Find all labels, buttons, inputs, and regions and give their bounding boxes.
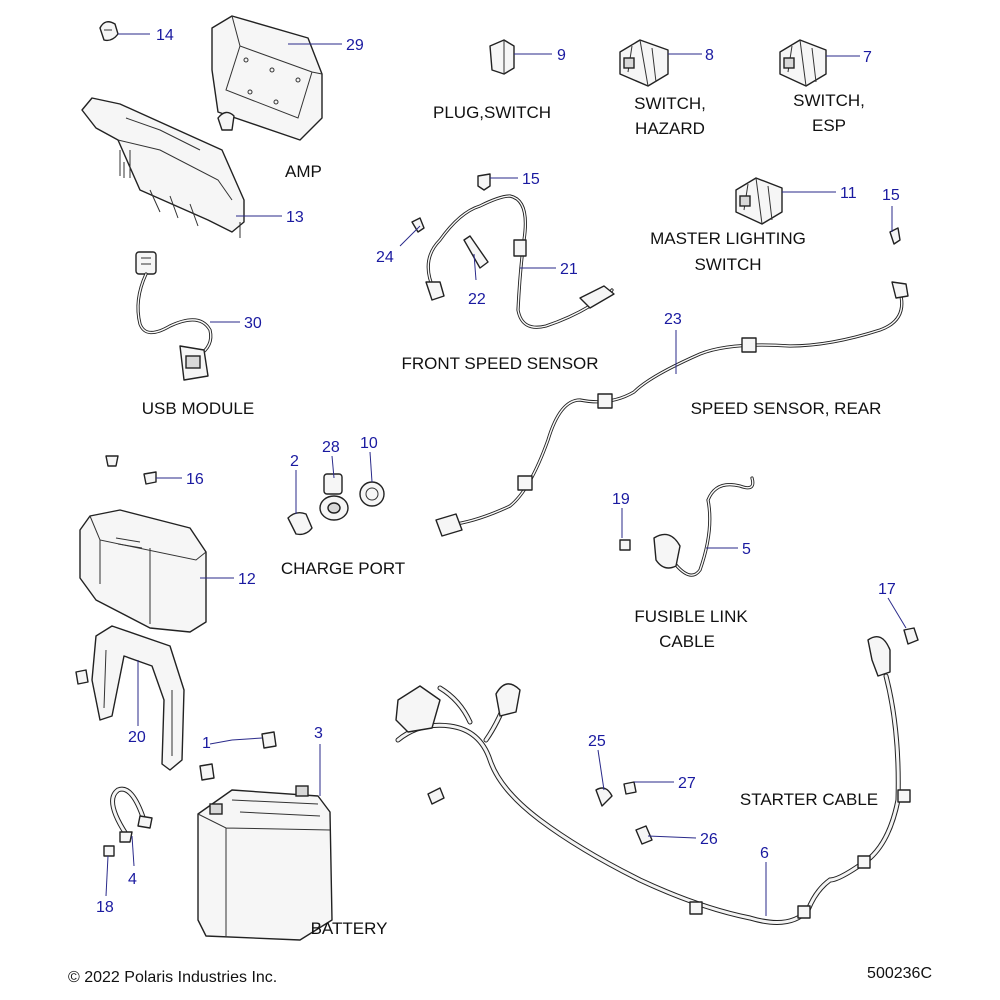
- callout-3: 3: [314, 725, 323, 742]
- drawing-number: 500236C: [867, 965, 932, 982]
- callout-25: 25: [588, 733, 606, 750]
- callout-15-rear: 15: [882, 187, 900, 204]
- callout-21: 21: [560, 261, 578, 278]
- part-29-amplifier: [211, 15, 323, 141]
- callout-22: 22: [468, 291, 486, 308]
- part-1-terminal-screws: [199, 731, 277, 781]
- callout-11: 11: [840, 185, 857, 202]
- label-master-lighting-line2: SWITCH: [694, 255, 761, 274]
- callout-23: 23: [664, 311, 682, 328]
- callout-12: 12: [238, 571, 256, 588]
- part-3-battery: [197, 785, 333, 941]
- part-15-bolt-a: [477, 173, 491, 191]
- callouts: 14 29 9 8 7 11 13 15 15 24 22 21 30 23 1…: [96, 27, 900, 916]
- fusible-link-cable: [619, 476, 755, 577]
- callout-1: 1: [202, 735, 211, 752]
- part-12-battery-cover: [79, 509, 207, 633]
- callout-30: 30: [244, 315, 262, 332]
- starter-cable: [395, 627, 919, 925]
- callout-2: 2: [290, 453, 299, 470]
- label-front-speed-sensor: FRONT SPEED SENSOR: [401, 354, 598, 373]
- part-8-hazard-switch: [619, 39, 669, 87]
- part-19-nut: [619, 539, 631, 551]
- callout-16: 16: [186, 471, 204, 488]
- label-battery: BATTERY: [311, 919, 388, 938]
- charge-port: [287, 473, 385, 536]
- label-fusible-link-line2: CABLE: [659, 632, 715, 651]
- part-10-nut: [359, 481, 385, 507]
- callout-6: 6: [760, 845, 769, 862]
- label-speed-sensor-rear: SPEED SENSOR, REAR: [691, 399, 882, 418]
- part-20-battery-bracket: [75, 625, 185, 771]
- callout-15-front: 15: [522, 171, 540, 188]
- callout-28: 28: [322, 439, 340, 456]
- label-starter-cable: STARTER CABLE: [740, 790, 878, 809]
- footer: © 2022 Polaris Industries Inc. 500236C: [68, 965, 932, 986]
- part-2-cap: [287, 511, 313, 536]
- label-switch-hazard-line1: SWITCH,: [634, 94, 706, 113]
- callout-17: 17: [878, 581, 896, 598]
- label-switch-esp-line2: ESP: [812, 116, 846, 135]
- label-switch-esp-line1: SWITCH,: [793, 91, 865, 110]
- label-amp: AMP: [285, 162, 322, 181]
- label-switch-hazard-line2: HAZARD: [635, 119, 705, 138]
- part-7-esp-switch: [779, 39, 827, 87]
- part-27-bolt: [623, 781, 637, 795]
- front-speed-sensor: [411, 173, 615, 329]
- rear-speed-sensor: [435, 227, 909, 537]
- callout-10: 10: [360, 435, 378, 452]
- part-26-stud: [635, 825, 653, 845]
- callout-7: 7: [863, 49, 872, 66]
- part-22-bracket: [463, 235, 489, 269]
- group-labels: AMP PLUG,SWITCH SWITCH, HAZARD SWITCH, E…: [142, 91, 882, 938]
- callout-8: 8: [705, 47, 714, 64]
- label-fusible-link-line1: FUSIBLE LINK: [634, 607, 748, 626]
- callout-19: 19: [612, 491, 630, 508]
- part-18-nut: [103, 845, 115, 857]
- callout-26: 26: [700, 831, 718, 848]
- label-plug-switch: PLUG,SWITCH: [433, 103, 551, 122]
- callout-13: 13: [286, 209, 304, 226]
- callout-20: 20: [128, 729, 146, 746]
- part-9-switch-plug: [489, 39, 515, 75]
- callout-5: 5: [742, 541, 751, 558]
- label-master-lighting-line1: MASTER LIGHTING: [650, 229, 806, 248]
- part-25-clip: [595, 787, 613, 807]
- callout-18: 18: [96, 899, 114, 916]
- part-17-nut: [903, 627, 919, 645]
- callout-9: 9: [557, 47, 566, 64]
- label-usb-module: USB MODULE: [142, 399, 254, 418]
- part-4-battery-cable: [103, 786, 153, 857]
- callout-29: 29: [346, 37, 364, 54]
- part-30-usb-module: [135, 251, 213, 381]
- part-14-clip: [99, 21, 119, 42]
- callout-14: 14: [156, 27, 174, 44]
- callout-24: 24: [376, 249, 394, 266]
- part-24-bolt: [411, 217, 425, 233]
- part-11-master-lighting-switch: [735, 177, 783, 225]
- callout-27: 27: [678, 775, 696, 792]
- callout-4: 4: [128, 871, 137, 888]
- part-13-amp-bracket: [81, 97, 245, 238]
- copyright-text: © 2022 Polaris Industries Inc.: [68, 969, 277, 986]
- leader-lines: [105, 33, 907, 916]
- part-16-screws: [105, 455, 157, 485]
- label-charge-port: CHARGE PORT: [281, 559, 405, 578]
